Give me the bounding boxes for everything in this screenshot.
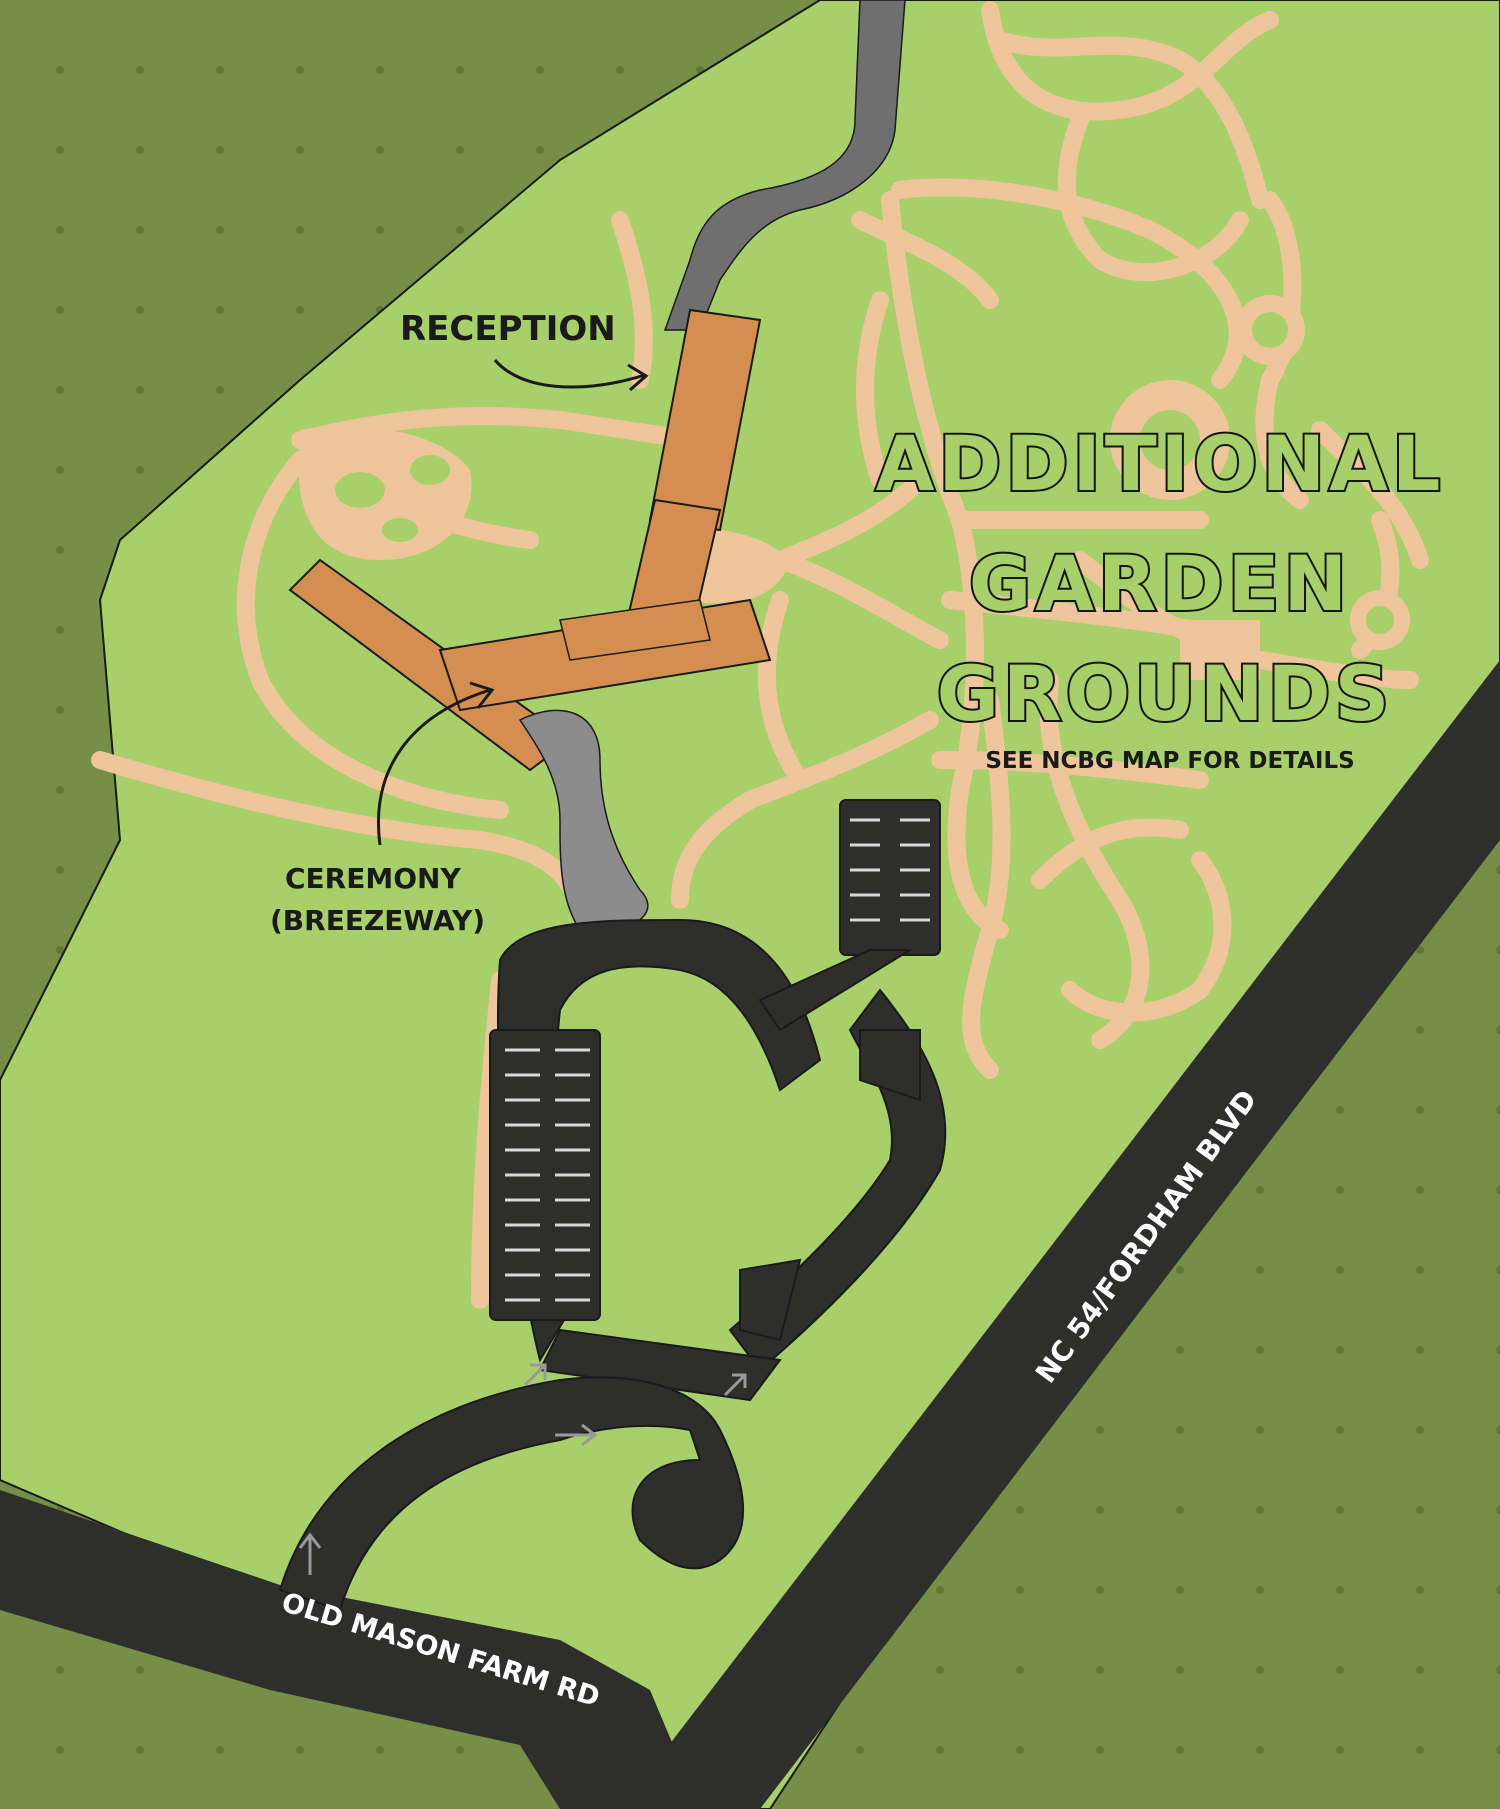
breezeway-label: (BREEZEWAY) <box>270 904 485 937</box>
old-mason-farm-road <box>0 1490 700 1809</box>
see-ncbg-map-note: SEE NCBG MAP FOR DETAILS <box>985 748 1354 774</box>
breezeway-driveway <box>518 709 649 931</box>
parking-stripes <box>505 818 930 1302</box>
reception-label: RECEPTION <box>400 309 616 349</box>
reception-pointer-arrow-icon <box>493 359 649 392</box>
additional-grounds-title-3: GROUNDS <box>937 649 1394 738</box>
ceremony-building <box>288 558 772 772</box>
nc54-fordham-blvd <box>620 660 1500 1809</box>
direction-arrows <box>298 1363 747 1575</box>
arrow-up-icon <box>298 1532 322 1575</box>
parking-lots <box>278 799 947 1612</box>
garden-bed-islands <box>335 312 1394 634</box>
service-road <box>663 0 906 331</box>
additional-grounds-title-1: ADDITIONAL <box>876 419 1445 508</box>
ceremony-label: CEREMONY <box>285 862 461 895</box>
arrow-diagonal-icon-2 <box>723 1373 747 1397</box>
additional-grounds-title-2: GARDEN <box>969 539 1351 628</box>
garden-paths <box>91 1 1429 1309</box>
ceremony-pointer-arrow-icon <box>377 681 495 846</box>
arrow-right-icon <box>555 1423 598 1447</box>
arrow-diagonal-icon <box>523 1363 547 1387</box>
label-pointer-arrows <box>377 359 649 846</box>
